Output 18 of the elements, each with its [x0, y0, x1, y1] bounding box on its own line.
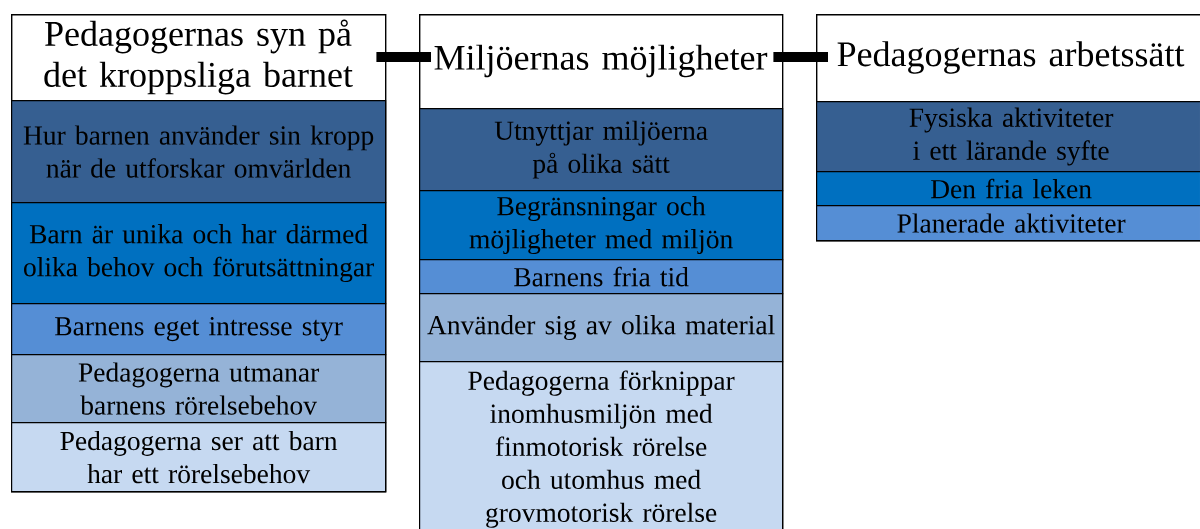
item-box: Utnyttjar miljöerna på olika sätt [419, 108, 784, 192]
item-box: Barnens eget intresse styr [11, 303, 387, 356]
connector-bar [376, 52, 431, 62]
item-box: Använder sig av olika material [419, 293, 784, 363]
column-heading: Pedagogernas syn på det kroppsliga barnet [44, 19, 353, 95]
item-box: Fysiska aktiviteter i ett lärande syfte [816, 101, 1200, 173]
item-box: Pedagogerna ser att barn har ett rörelsebehov [11, 421, 387, 493]
item-box: Barn är unika och har därmed olika behov och förutsättningar [11, 202, 387, 305]
item-box: Pedagogerna utmanar barnens rörelsebehov [11, 354, 387, 424]
connector-bar [773, 52, 828, 62]
item-box: Planerade aktiviteter [816, 205, 1200, 242]
item-box: Den fria leken [816, 171, 1200, 207]
column-heading: Miljöernas möjligheter [434, 44, 768, 78]
item-box: Pedagogerna förknippar inomhusmiljön med finmotorisk rörelse och utomhus med grovmotorisk rörelse [419, 360, 784, 529]
column-heading: Pedagogernas arbetssätt [837, 41, 1185, 74]
item-box: Begränsningar och möjligheter med miljön [419, 190, 784, 261]
item-box: Barnens fria tid [419, 259, 784, 295]
item-box: Hur barnen använder sin kropp när de utforskar omvärlden [11, 100, 387, 204]
